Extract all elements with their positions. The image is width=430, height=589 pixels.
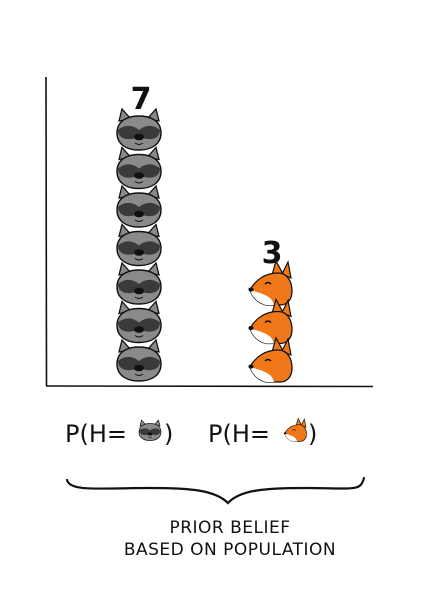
raccoon-icon <box>116 262 162 305</box>
value-label-fox: 3 <box>262 236 283 271</box>
x-axis <box>45 385 374 388</box>
fox-icon <box>247 337 293 383</box>
raccoon-icon <box>116 185 162 228</box>
raccoon-icon <box>116 146 162 190</box>
p-fox-open: P(H= <box>208 420 270 448</box>
p-raccoon-close: ) <box>164 420 173 448</box>
p-fox-close: ) <box>308 420 317 448</box>
p-fox-icon <box>283 418 307 442</box>
bar-fox <box>247 260 293 383</box>
p-raccoon-open: P(H= <box>65 420 127 448</box>
raccoon-icon <box>116 339 162 382</box>
bar-raccoon <box>116 108 162 382</box>
raccoon-icon <box>116 223 162 267</box>
y-axis <box>45 76 48 387</box>
value-labels: 73 <box>131 82 283 271</box>
p-raccoon-icon <box>138 419 162 441</box>
raccoon-icon <box>116 300 162 344</box>
caption-line-2: BASED ON POPULATION <box>124 540 336 560</box>
value-label-raccoon: 7 <box>131 82 152 117</box>
probability-labels: P(H= ) P(H= ) <box>65 418 317 448</box>
curly-brace <box>65 476 366 505</box>
caption-line-1: PRIOR BELIEF <box>169 518 290 538</box>
fox-icon <box>247 298 293 345</box>
